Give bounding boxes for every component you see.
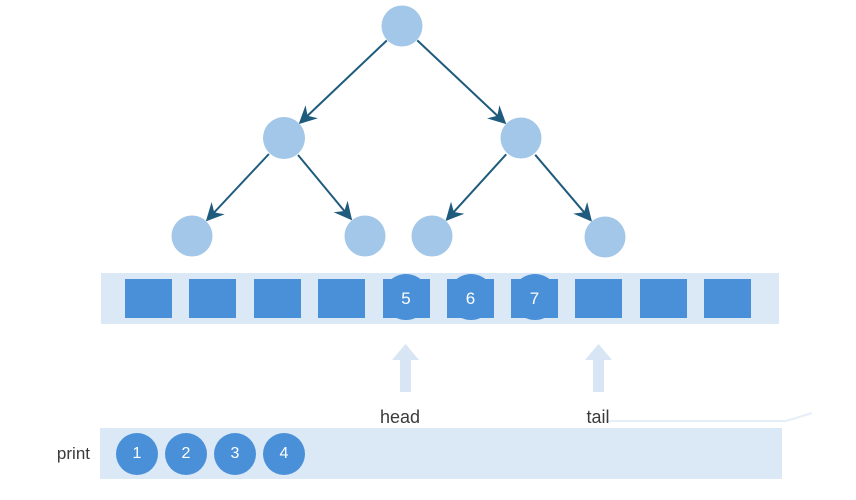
head-pointer-arrow-icon: [392, 344, 419, 392]
tree-edge-right-leaf3: [445, 153, 507, 222]
queue-cell-1: [189, 279, 236, 318]
tree-edge-root-left: [298, 39, 388, 125]
queue-cell-4: 5: [382, 279, 430, 318]
tree-node-leaf-1: [171, 215, 213, 257]
faint-underline-stroke: [606, 412, 813, 422]
queue-cell-5: 6: [447, 279, 494, 318]
print-row-label: print: [56, 444, 90, 463]
tree-node-root: [381, 5, 423, 47]
queue-cell-3: [318, 279, 365, 318]
tree-node-right: [500, 117, 542, 159]
queue-cell-2: [254, 279, 301, 318]
tree-edge-root-right: [416, 39, 507, 125]
tree-node-leaf-3: [411, 215, 453, 257]
printed-node-2: 2: [165, 433, 207, 475]
tail-pointer-label: tail: [586, 407, 610, 427]
printed-node-1: 1: [116, 433, 158, 475]
queue-cell-7: [575, 279, 622, 318]
tree-edge-left-leaf2: [297, 154, 353, 221]
tree-node-leaf-4: [584, 216, 626, 258]
printed-node-4: 4: [263, 433, 305, 475]
tree-edge-right-leaf4: [534, 154, 592, 222]
tail-pointer-arrow-icon: [585, 344, 612, 392]
queue-cell-8: [640, 279, 687, 318]
tree-node-left: [263, 117, 305, 159]
queue-cell-9: [704, 279, 751, 318]
printed-node-3: 3: [214, 433, 256, 475]
head-pointer-label: head: [379, 407, 421, 427]
queue-cell-6: 7: [511, 279, 558, 318]
print-output-track: [100, 428, 782, 479]
tree-node-leaf-2: [344, 215, 386, 257]
tree-edge-left-leaf1: [205, 153, 270, 222]
queue-cell-0: [125, 279, 172, 318]
